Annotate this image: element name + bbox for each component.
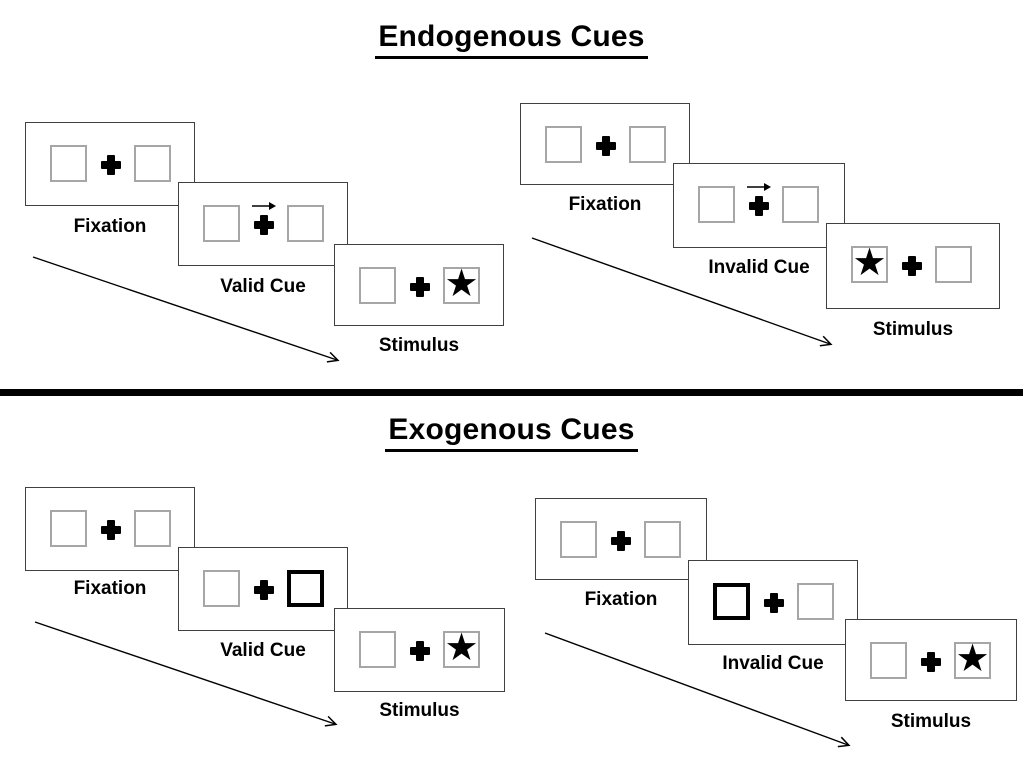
stimulus-label: Stimulus: [378, 335, 460, 356]
valid-cue-card: [178, 182, 348, 266]
stimulus-label: Stimulus: [872, 319, 954, 340]
timeline-arrow: [544, 632, 851, 748]
fixation-cross-icon: [410, 277, 430, 297]
left-box: [50, 510, 87, 547]
cue-label: Invalid Cue: [708, 257, 810, 278]
right-box: [935, 246, 972, 283]
fixation-label: Fixation: [568, 194, 642, 215]
fixation-cross-icon: [921, 652, 941, 672]
fixation-label: Fixation: [73, 216, 147, 237]
fixation-cross-icon: [101, 155, 121, 175]
left-box: [560, 521, 597, 558]
right-box: [134, 145, 171, 182]
left-box: [545, 126, 582, 163]
fixation-cross-icon: [749, 196, 769, 216]
star-icon: ★: [444, 627, 479, 669]
star-icon: ★: [444, 263, 479, 305]
stimulus-card: ★: [826, 223, 1000, 309]
fixation-cross-icon: [902, 256, 922, 276]
right-arrow-icon: [747, 183, 771, 191]
fixation-cross-icon: [764, 593, 784, 613]
cue-label: Invalid Cue: [722, 653, 824, 674]
endogenous-title: Endogenous Cues: [0, 20, 1023, 59]
stimulus-label: Stimulus: [890, 711, 972, 732]
fixation-cross-icon: [101, 520, 121, 540]
left-box: [203, 205, 240, 242]
fixation-card: [535, 498, 707, 580]
right-box: [782, 186, 819, 223]
fixation-card: [25, 487, 195, 571]
highlighted-box: [713, 583, 750, 620]
valid-cue-card: [178, 547, 348, 631]
invalid-cue-card: [688, 560, 858, 645]
left-box: [359, 631, 396, 668]
right-arrow-icon: [252, 202, 276, 210]
fixation-label: Fixation: [73, 578, 147, 599]
fixation-label: Fixation: [584, 589, 658, 610]
right-box: [644, 521, 681, 558]
fixation-card: [520, 103, 690, 185]
fixation-cross-icon: [596, 136, 616, 156]
endogenous-title-text: Endogenous Cues: [375, 20, 648, 59]
exogenous-title-text: Exogenous Cues: [385, 413, 638, 452]
cue-label: Valid Cue: [220, 640, 306, 661]
fixation-cross-icon: [410, 641, 430, 661]
right-box: [629, 126, 666, 163]
target-box: ★: [851, 242, 888, 284]
left-box: [698, 186, 735, 223]
fixation-cross-icon: [611, 531, 631, 551]
stimulus-card: ★: [334, 244, 504, 326]
fixation-card: [25, 122, 195, 206]
timeline-arrow: [34, 621, 338, 727]
star-icon: ★: [852, 242, 887, 284]
timeline-arrow: [32, 256, 340, 363]
fixation-cross-icon: [254, 580, 274, 600]
right-box: [287, 205, 324, 242]
cue-label: Valid Cue: [220, 276, 306, 297]
stimulus-label: Stimulus: [379, 700, 460, 721]
right-box: [797, 583, 834, 620]
target-box: ★: [954, 638, 991, 680]
timeline-arrow: [531, 237, 833, 347]
invalid-cue-card: [673, 163, 845, 248]
left-box: [359, 267, 396, 304]
fixation-cross-icon: [254, 215, 274, 235]
stimulus-card: ★: [845, 619, 1017, 701]
highlighted-box: [287, 570, 324, 607]
left-box: [870, 642, 907, 679]
stimulus-card: ★: [334, 608, 505, 692]
left-box: [203, 570, 240, 607]
target-box: ★: [443, 627, 480, 669]
section-divider: [0, 389, 1023, 396]
star-icon: ★: [955, 638, 990, 680]
right-box: [134, 510, 171, 547]
target-box: ★: [443, 263, 480, 305]
left-box: [50, 145, 87, 182]
exogenous-title: Exogenous Cues: [0, 413, 1023, 452]
